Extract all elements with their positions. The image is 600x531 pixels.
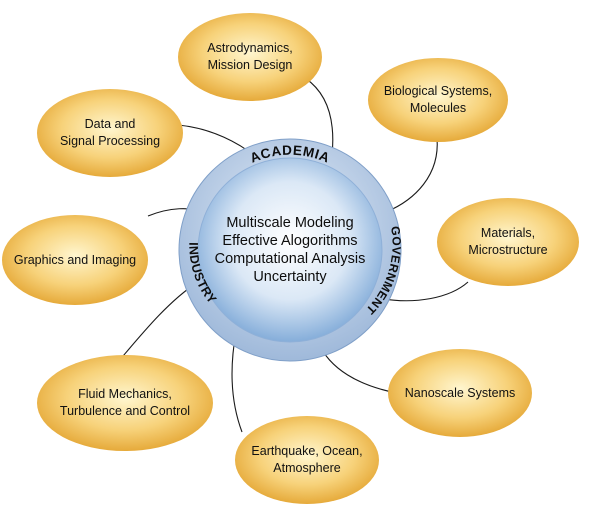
hub-text: Multiscale Modeling Effective Alogorithm… bbox=[205, 200, 375, 300]
connector-biological bbox=[385, 137, 438, 213]
node-graphics bbox=[2, 215, 148, 305]
node-nanoscale bbox=[388, 349, 532, 437]
node-data bbox=[37, 89, 183, 177]
hub-line-3: Computational Analysis bbox=[214, 251, 366, 267]
hub-line-4: Uncertainty bbox=[253, 269, 327, 286]
hub-line-1: Multiscale Modeling bbox=[226, 214, 354, 231]
hub-core bbox=[197, 157, 383, 343]
node-astrodynamics bbox=[178, 13, 322, 101]
connector-astrodynamics bbox=[304, 77, 334, 156]
hub-line-2: Effective Alogorithms bbox=[222, 232, 358, 249]
node-fluid bbox=[37, 355, 213, 451]
node-earthquake bbox=[235, 416, 379, 504]
node-biological bbox=[368, 58, 508, 142]
central-hub: ACADEMIA INDUSTRY GOVERNMENT bbox=[178, 138, 403, 362]
node-materials bbox=[437, 198, 579, 286]
ring-label-academia: ACADEMIA bbox=[248, 143, 332, 166]
svg-text:ACADEMIA: ACADEMIA bbox=[248, 143, 332, 166]
connector-fluid bbox=[117, 281, 199, 363]
